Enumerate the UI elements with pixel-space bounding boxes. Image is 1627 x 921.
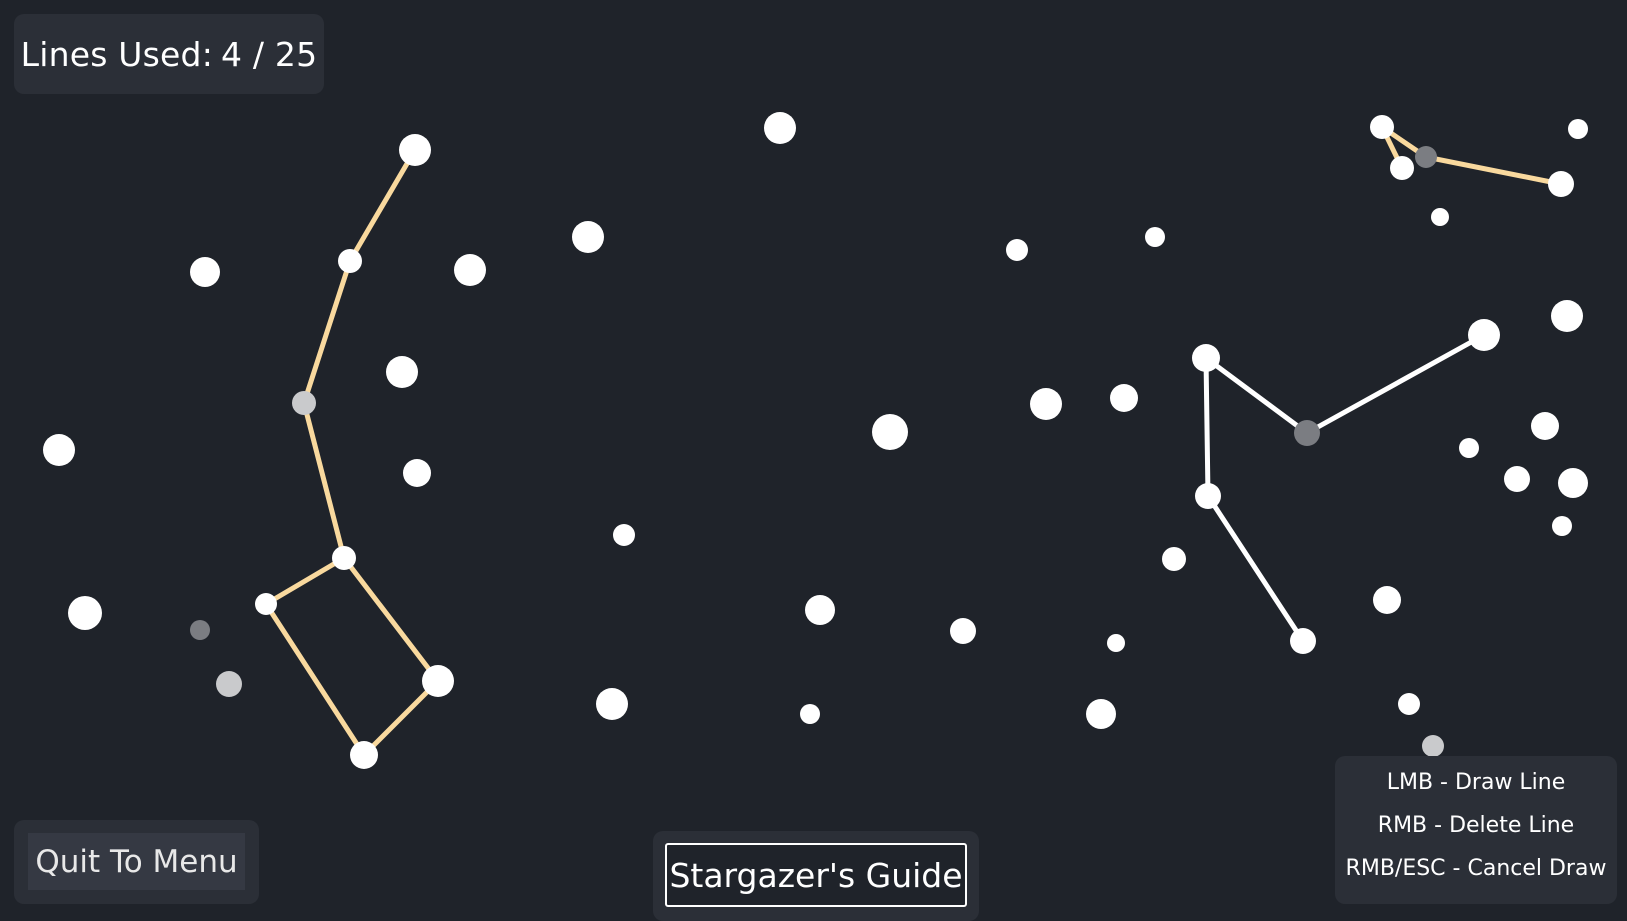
star[interactable] [1398, 693, 1420, 715]
star[interactable] [190, 257, 220, 287]
constellation-lines [263, 124, 1564, 758]
star[interactable] [805, 595, 835, 625]
star[interactable] [950, 618, 976, 644]
star[interactable] [1558, 468, 1588, 498]
star[interactable] [1192, 344, 1220, 372]
user-line[interactable] [263, 555, 347, 607]
star[interactable] [403, 459, 431, 487]
star[interactable] [332, 546, 356, 570]
control-hint-draw: LMB - Draw Line [1386, 770, 1566, 795]
lines-used-panel: Lines Used: 4 / 25 [14, 14, 324, 94]
star[interactable] [1552, 516, 1572, 536]
star[interactable] [1548, 171, 1574, 197]
control-hint-delete: RMB - Delete Line [1377, 813, 1575, 838]
star[interactable] [1373, 586, 1401, 614]
star[interactable] [190, 620, 210, 640]
star[interactable] [1551, 300, 1583, 332]
stargazers-guide-button[interactable]: Stargazer's Guide [665, 843, 967, 907]
star[interactable] [1370, 115, 1394, 139]
star[interactable] [1290, 628, 1316, 654]
lines-used-value: 4 / 25 [221, 34, 318, 74]
quit-to-menu-button[interactable]: Quit To Menu [28, 833, 245, 890]
star[interactable] [572, 221, 604, 253]
user-line[interactable] [301, 400, 347, 561]
star[interactable] [338, 249, 362, 273]
white-line[interactable] [1304, 332, 1487, 436]
star[interactable] [800, 704, 820, 724]
star[interactable] [1390, 156, 1414, 180]
star[interactable] [399, 134, 431, 166]
star[interactable] [43, 434, 75, 466]
quit-button-frame: Quit To Menu [14, 820, 259, 904]
star[interactable] [1431, 208, 1449, 226]
star[interactable] [422, 665, 454, 697]
star[interactable] [764, 112, 796, 144]
star[interactable] [350, 741, 378, 769]
user-line[interactable] [301, 258, 353, 406]
star[interactable] [1568, 119, 1588, 139]
star[interactable] [1504, 466, 1530, 492]
star[interactable] [1086, 699, 1116, 729]
user-line[interactable] [361, 678, 441, 758]
star[interactable] [1162, 547, 1186, 571]
star[interactable] [1459, 438, 1479, 458]
star[interactable] [1145, 227, 1165, 247]
user-line[interactable] [341, 555, 441, 684]
guide-button-frame: Stargazer's Guide [653, 831, 979, 921]
user-line[interactable] [347, 147, 418, 264]
star[interactable] [1294, 420, 1320, 446]
control-hint-cancel: RMB/ESC - Cancel Draw [1345, 856, 1607, 881]
star[interactable] [255, 593, 277, 615]
star[interactable] [872, 414, 908, 450]
star[interactable] [68, 596, 102, 630]
lines-used-label: Lines Used: [20, 34, 214, 74]
white-line[interactable] [1203, 355, 1310, 436]
white-line[interactable] [1203, 355, 1211, 499]
star[interactable] [1415, 146, 1437, 168]
white-line[interactable] [1205, 493, 1306, 644]
star[interactable] [1107, 634, 1125, 652]
star[interactable] [1006, 239, 1028, 261]
star[interactable] [292, 391, 316, 415]
star[interactable] [1422, 735, 1444, 757]
controls-help-panel: LMB - Draw Line RMB - Delete Line RMB/ES… [1335, 756, 1617, 904]
star[interactable] [1030, 388, 1062, 420]
star[interactable] [1531, 412, 1559, 440]
star[interactable] [596, 688, 628, 720]
star[interactable] [454, 254, 486, 286]
stars [43, 112, 1588, 769]
star[interactable] [1195, 483, 1221, 509]
user-line[interactable] [263, 601, 367, 758]
star[interactable] [1110, 384, 1138, 412]
star[interactable] [216, 671, 242, 697]
star[interactable] [386, 356, 418, 388]
user-line[interactable] [1423, 154, 1564, 187]
star[interactable] [613, 524, 635, 546]
star[interactable] [1468, 319, 1500, 351]
